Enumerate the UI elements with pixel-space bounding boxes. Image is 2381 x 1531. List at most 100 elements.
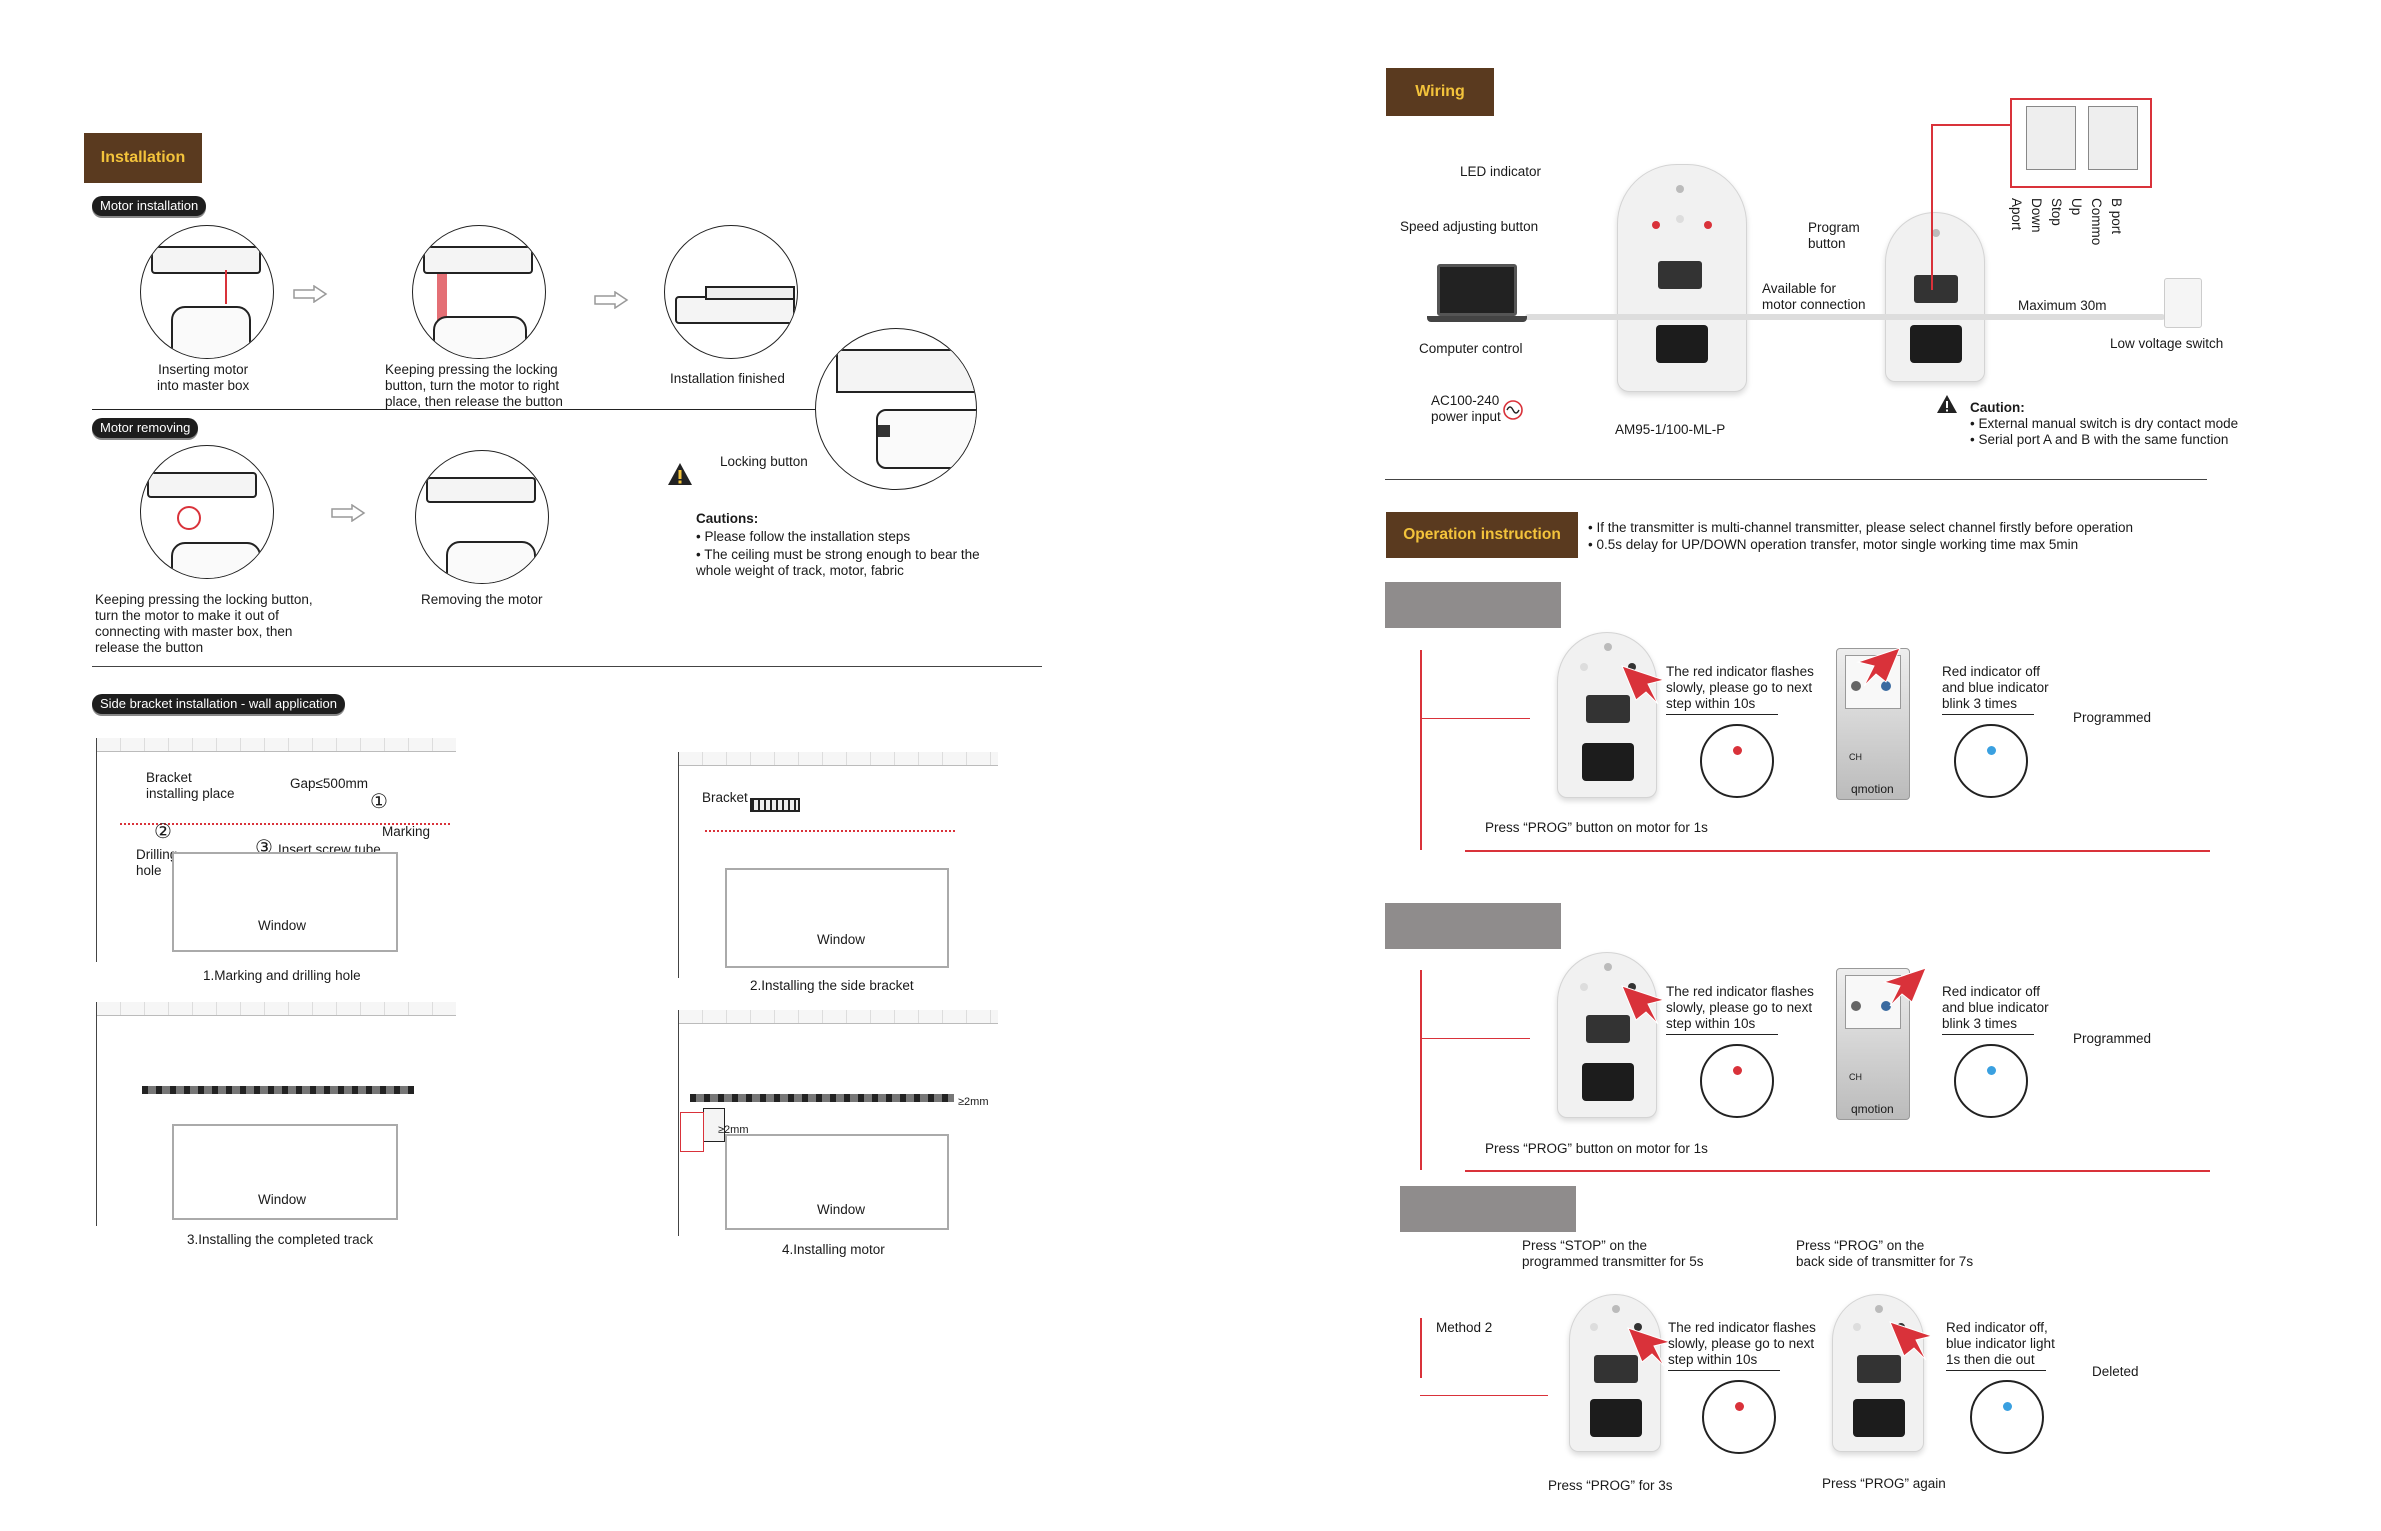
track (690, 1094, 954, 1102)
bracket-part (750, 798, 800, 812)
motor-unit (1569, 1294, 1661, 1452)
remove-turn-illustration (140, 445, 274, 579)
prog-button[interactable] (1628, 663, 1636, 671)
step-finished-text: Installation finished (670, 371, 785, 386)
fig1-caption: 1.Marking and drilling hole (203, 968, 361, 983)
arrow-right-icon (293, 285, 328, 303)
section-tab (1385, 903, 1561, 949)
motor-unit (1557, 952, 1657, 1118)
window-label: Window (817, 932, 866, 947)
transmitter-brand: qmotion (1851, 782, 1894, 796)
divider (92, 409, 976, 410)
operation-heading: Operation instruction (1386, 512, 1578, 558)
step-remove-turn-text: Keeping pressing the locking button, tur… (95, 592, 313, 655)
press-stop-text: Press “STOP” on the programmed transmitt… (1522, 1238, 1704, 1269)
motor-unit (1557, 632, 1657, 798)
ceiling (678, 752, 998, 766)
wiring-heading: Wiring (1386, 68, 1494, 116)
step-number-1: ① (370, 791, 388, 813)
led-indicator (1676, 215, 1684, 223)
red-flash-text: The red indicator flashes slowly, please… (1668, 1320, 1816, 1367)
gap-label-bottom: ≥2mm (718, 1124, 749, 1136)
pointer-arrow-icon (1856, 647, 1901, 687)
pin-labels: Aport Down Stop Up Commo B port (2009, 198, 2124, 246)
marking-text: Marking (382, 824, 431, 839)
ac-power-icon (1503, 400, 1523, 420)
motor-installation-label: Motor installation (92, 196, 207, 216)
prog-button[interactable] (1628, 983, 1636, 991)
motor-removing-label: Motor removing (92, 418, 199, 438)
speed-button-label: Speed adjusting button (1400, 219, 1539, 234)
available-label: Available for motor connection (1762, 281, 1866, 312)
press-prog-text: Press “PROG” button on motor for 1s (1485, 820, 1708, 835)
second-box (1885, 212, 1985, 382)
prog-button[interactable] (1634, 1323, 1642, 1331)
press-prog-text: Press “PROG” button on motor for 1s (1485, 1141, 1708, 1156)
transmitter-ch-label: CH (1849, 752, 1862, 762)
red-off-text: Red indicator off and blue indicator bli… (1942, 664, 2049, 711)
fig3-caption: 3.Installing the completed track (187, 1232, 374, 1247)
red-off-text: Red indicator off, blue indicator light … (1946, 1320, 2055, 1367)
marking-line (705, 830, 955, 832)
arrow-right-icon (331, 504, 366, 522)
operation-note-2: • 0.5s delay for UP/DOWN operation trans… (1588, 537, 2079, 552)
program-button-label: Program button (1808, 220, 1860, 251)
program-button[interactable] (1704, 221, 1712, 229)
motor-unit (1832, 1294, 1924, 1452)
side-bracket-label: Side bracket installation - wall applica… (92, 694, 346, 714)
red-off-text: Red indicator off and blue indicator bli… (1942, 984, 2049, 1031)
gap-marker (680, 1112, 704, 1152)
drilling-text: Drilling hole (136, 847, 178, 878)
rj-port (1658, 261, 1702, 289)
indicator-blue (1954, 1044, 2028, 1118)
pointer-arrow-icon (1882, 967, 1927, 1007)
press-again-text: Press “PROG” again (1822, 1476, 1946, 1491)
programmed-text: Programmed (2073, 1031, 2152, 1046)
window-label: Window (258, 1192, 307, 1207)
cable (1525, 314, 2000, 320)
programmed-text: Programmed (2073, 710, 2152, 725)
step-insert-text: Inserting motor into master box (157, 362, 250, 393)
deleted-text: Deleted (2092, 1364, 2139, 1379)
ceiling (96, 1002, 456, 1016)
cautions-title: Cautions: (696, 511, 759, 526)
track (142, 1086, 414, 1094)
computer-label: Computer control (1419, 341, 1523, 356)
power-socket (1910, 325, 1962, 363)
arrow-right-icon (594, 291, 629, 309)
led-indicator-label: LED indicator (1460, 164, 1542, 179)
bracket-text: Bracket (702, 790, 748, 805)
locking-button-detail (815, 328, 977, 490)
ceiling (96, 738, 456, 752)
port-detail (2010, 98, 2152, 188)
fig4-caption: 4.Installing motor (782, 1242, 885, 1257)
red-flash-text: The red indicator flashes slowly, please… (1666, 984, 1814, 1031)
turn-motor-illustration (412, 225, 546, 359)
wall-switch (2164, 278, 2202, 328)
window-label: Window (258, 918, 307, 933)
power-socket (1656, 325, 1708, 363)
wall-line (96, 738, 97, 962)
window: Window (725, 868, 949, 968)
switch-label: Low voltage switch (2110, 336, 2224, 351)
divider (1385, 479, 2207, 480)
method-label: Method 2 (1436, 1320, 1493, 1335)
warning-icon (1937, 395, 1957, 413)
caution-title: Caution: (1970, 400, 2025, 415)
red-flash-text: The red indicator flashes slowly, please… (1666, 664, 1814, 711)
transmitter-ch-label: CH (1849, 1072, 1862, 1082)
window-label: Window (817, 1202, 866, 1217)
model-label: AM95-1/100-ML-P (1615, 422, 1726, 437)
speed-button[interactable] (1652, 221, 1660, 229)
caution-line-1: • External manual switch is dry contact … (1970, 416, 2239, 431)
insert-motor-illustration (140, 225, 274, 359)
window: Window (172, 852, 398, 952)
step-number-2: ② (154, 821, 172, 843)
transmitter-brand: qmotion (1851, 1102, 1894, 1116)
pointer-arrow-icon (1621, 665, 1666, 705)
ceiling (678, 1010, 998, 1024)
pointer-arrow-icon (1627, 1327, 1672, 1367)
gap-label-right: ≥2mm (958, 1096, 989, 1108)
wall-line (678, 752, 679, 978)
cautions-line-1: • Please follow the installation steps (696, 529, 911, 544)
